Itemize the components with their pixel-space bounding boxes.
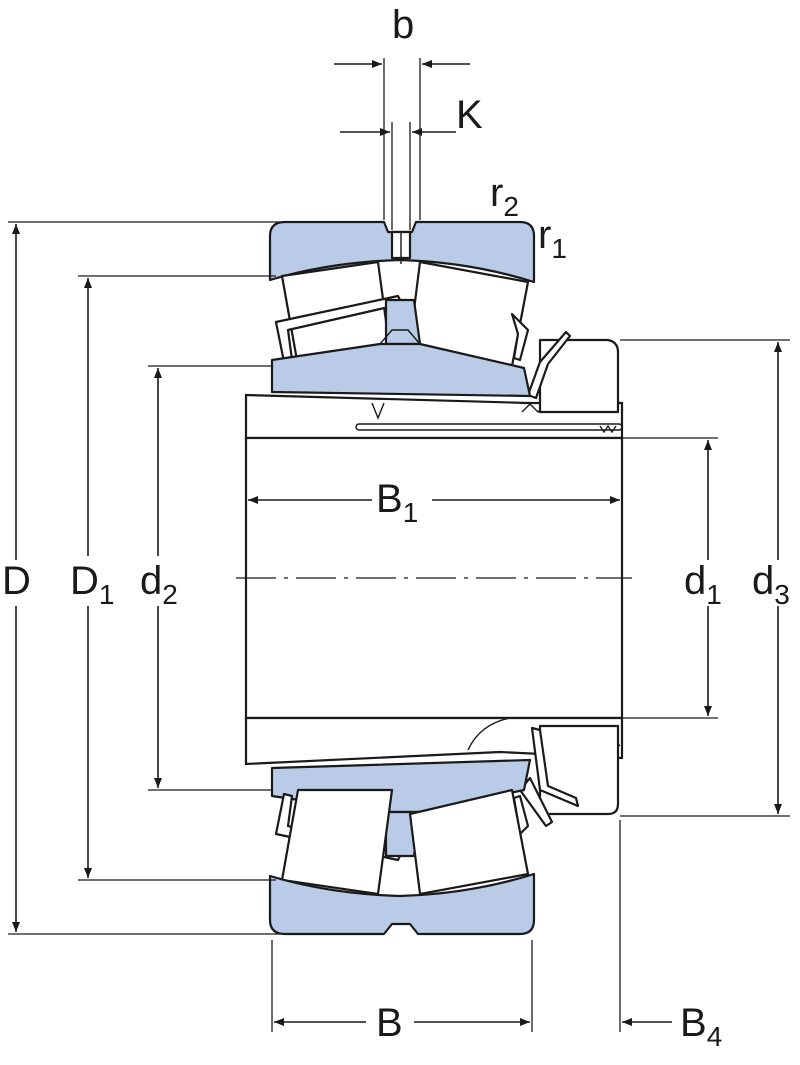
label-r2: r2: [490, 171, 519, 222]
dimension-lines: [12, 60, 782, 1026]
label-B4: B4: [680, 1001, 722, 1052]
label-K: K: [456, 93, 483, 137]
label-D: D: [2, 559, 31, 603]
bearing-top-section: [268, 220, 536, 398]
label-d3: d3: [752, 559, 790, 610]
label-B1: B1: [376, 477, 418, 528]
lock-nut: [518, 330, 620, 828]
adapter-sleeve: [244, 393, 624, 766]
label-d1: d1: [684, 559, 722, 610]
label-D1: D1: [70, 559, 114, 610]
bearing-bottom-section: [268, 758, 536, 936]
label-r1: r1: [538, 213, 567, 264]
label-b: b: [392, 3, 414, 47]
extension-lines: [8, 58, 790, 1032]
label-d2: d2: [140, 559, 178, 610]
label-B: B: [376, 1001, 403, 1045]
